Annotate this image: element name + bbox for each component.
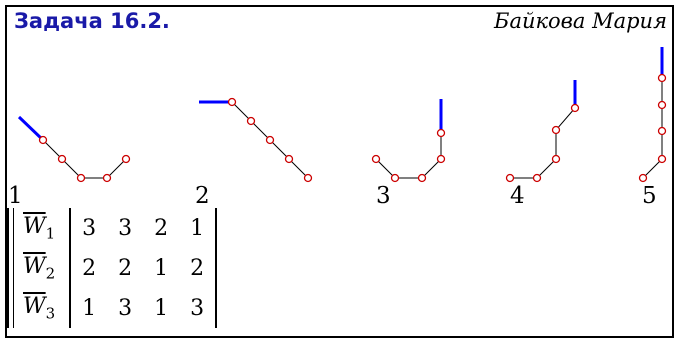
chain-diagram-1 (17, 115, 131, 183)
problem-frame (5, 5, 674, 338)
matrix-row: W1 3 3 2 1 (6, 208, 218, 248)
chain-diagram-2 (199, 97, 313, 183)
figure-label-2: 2 (195, 183, 210, 209)
matrix-cell: 1 (179, 208, 218, 248)
figure-label-5: 5 (642, 183, 657, 209)
matrix-cell: 3 (118, 215, 133, 241)
matrix-cell: 3 (118, 295, 133, 321)
figure-label-4: 4 (510, 183, 525, 209)
figure-label-3: 3 (376, 183, 391, 209)
row-label: W2 (6, 248, 72, 288)
author-name: Байкова Мария (494, 9, 667, 33)
matrix-cell: 2 (179, 248, 218, 288)
row-label: W1 (6, 208, 72, 248)
matrix-cell: 2 (154, 215, 169, 241)
matrix-cell: 3 (179, 288, 218, 328)
chain-diagram-4 (505, 80, 580, 183)
chain-diagram-5 (638, 47, 667, 183)
w-matrix: W1 3 3 2 1 W2 2 2 1 2 W3 1 3 1 3 (6, 208, 218, 328)
row-label: W3 (6, 288, 72, 328)
chain-diagram-3 (371, 99, 446, 183)
matrix-cell: 1 (82, 295, 97, 321)
matrix-row: W2 2 2 1 2 (6, 248, 218, 288)
problem-title: Задача 16.2. (14, 9, 170, 33)
matrix-cell: 3 (82, 215, 97, 241)
matrix-cell: 2 (82, 255, 97, 281)
figure-label-1: 1 (8, 183, 23, 209)
matrix-cell: 1 (154, 255, 169, 281)
matrix-row: W3 1 3 1 3 (6, 288, 218, 328)
matrix-cell: 1 (154, 295, 169, 321)
matrix-cell: 2 (118, 255, 133, 281)
